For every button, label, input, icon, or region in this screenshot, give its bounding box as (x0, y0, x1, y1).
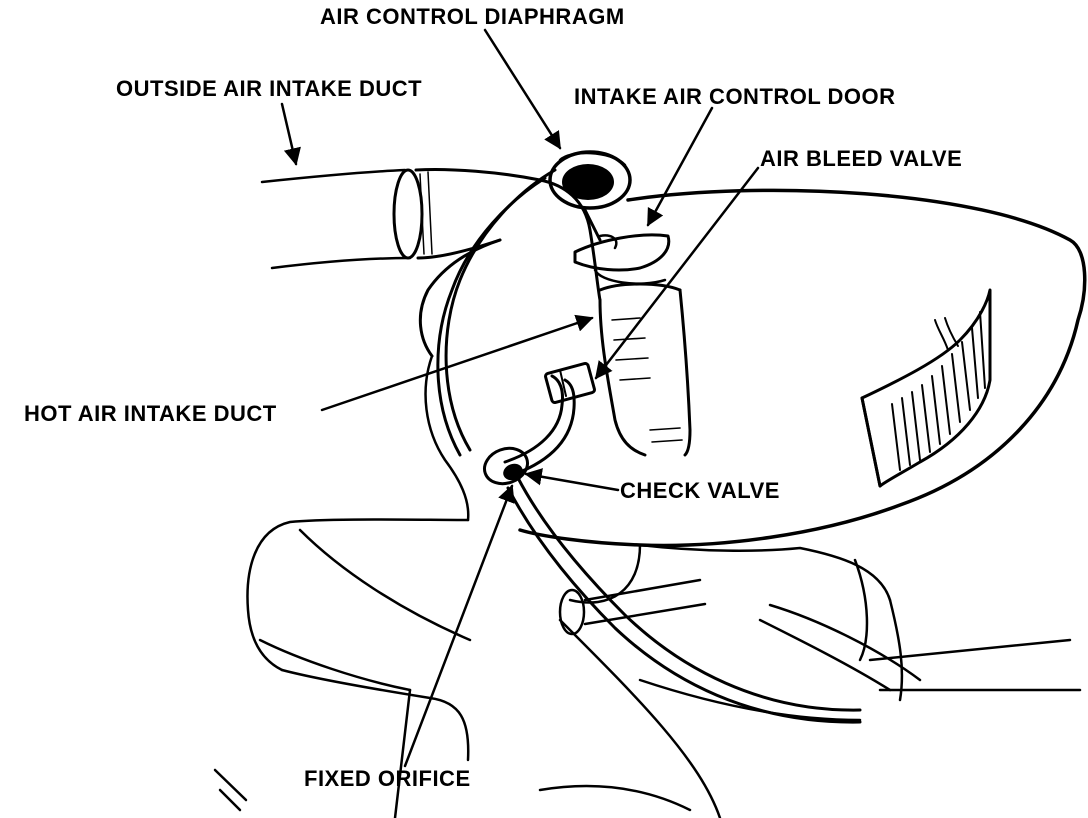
check-valve-shape (483, 446, 529, 486)
label-fixed-orifice: FIXED ORIFICE (304, 766, 471, 791)
leader-hot-air-intake-duct (320, 314, 594, 412)
leader-outside-air-intake-duct (280, 102, 301, 166)
air-cleaner-housing (518, 188, 1087, 602)
engine-base-outlines (213, 354, 1082, 818)
label-outside-air-intake-duct: OUTSIDE AIR INTAKE DUCT (116, 76, 423, 101)
intake-air-control-door-shape (573, 233, 671, 285)
label-air-control-diaphragm: AIR CONTROL DIAPHRAGM (320, 4, 625, 29)
leader-air-control-diaphragm (483, 28, 562, 150)
air-bleed-valve-shape (544, 361, 596, 405)
air-control-diaphragm-shape (548, 150, 632, 242)
leader-intake-air-control-door (646, 106, 714, 227)
label-air-bleed-valve: AIR BLEED VALVE (760, 146, 963, 171)
label-check-valve: CHECK VALVE (620, 478, 780, 503)
label-hot-air-intake-duct: HOT AIR INTAKE DUCT (24, 401, 277, 426)
air-filter-element (860, 288, 992, 488)
leader-lines (280, 28, 760, 768)
label-intake-air-control-door: INTAKE AIR CONTROL DOOR (574, 84, 896, 109)
leader-air-bleed-valve (594, 166, 760, 380)
leader-check-valve (524, 468, 620, 492)
leader-fixed-orifice (403, 484, 515, 768)
